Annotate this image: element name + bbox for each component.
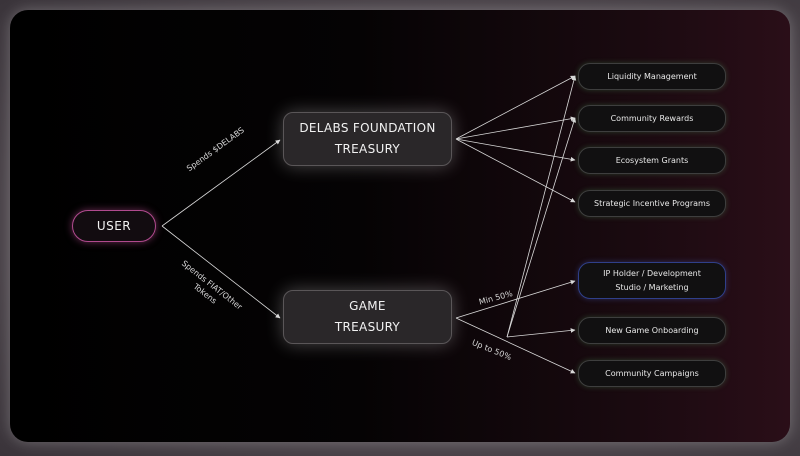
edge-game-community-campaigns	[455, 317, 576, 374]
edge-delabs-strategic	[455, 138, 576, 203]
edge-user-game	[161, 225, 281, 319]
target-ip-holder: IP Holder / Development Studio / Marketi…	[578, 262, 726, 299]
target-label-line1: IP Holder / Development	[603, 268, 701, 278]
user-label: USER	[96, 219, 132, 233]
target-label: Ecosystem Grants	[615, 156, 689, 165]
user-node: USER	[72, 210, 156, 242]
delabs-treasury-label-line1: DELABS FOUNDATION	[299, 121, 436, 135]
edge-delabs-community-rewards	[455, 116, 576, 140]
game-treasury-label-line2: TREASURY	[334, 320, 401, 334]
delabs-treasury-node: DELABS FOUNDATION TREASURY	[283, 112, 452, 166]
target-label: Liquidity Management	[607, 72, 697, 81]
edge-hub-liquidity	[506, 75, 577, 338]
target-new-game-onboarding: New Game Onboarding	[578, 317, 726, 344]
target-strategic-incentive-programs: Strategic Incentive Programs	[578, 190, 726, 217]
target-label: Community Rewards	[610, 114, 694, 123]
game-treasury-label-line1: GAME	[349, 299, 386, 313]
target-label-line2: Studio / Marketing	[615, 282, 689, 292]
target-label: New Game Onboarding	[605, 326, 699, 335]
edge-delabs-liquidity	[455, 75, 576, 140]
edge-hub-new-game	[506, 328, 576, 338]
edge-hub-community-rewards	[506, 117, 577, 338]
target-community-campaigns: Community Campaigns	[578, 360, 726, 387]
target-label: Strategic Incentive Programs	[593, 199, 710, 208]
delabs-treasury-label-line2: TREASURY	[334, 142, 401, 156]
edge-game-ip	[455, 279, 576, 319]
edge-user-delabs	[161, 139, 281, 227]
target-ecosystem-grants: Ecosystem Grants	[578, 147, 726, 174]
game-treasury-node: GAME TREASURY	[283, 290, 452, 344]
target-liquidity-management: Liquidity Management	[578, 63, 726, 90]
edge-delabs-ecosystem	[455, 138, 576, 162]
target-community-rewards: Community Rewards	[578, 105, 726, 132]
target-label: Community Campaigns	[605, 369, 699, 378]
